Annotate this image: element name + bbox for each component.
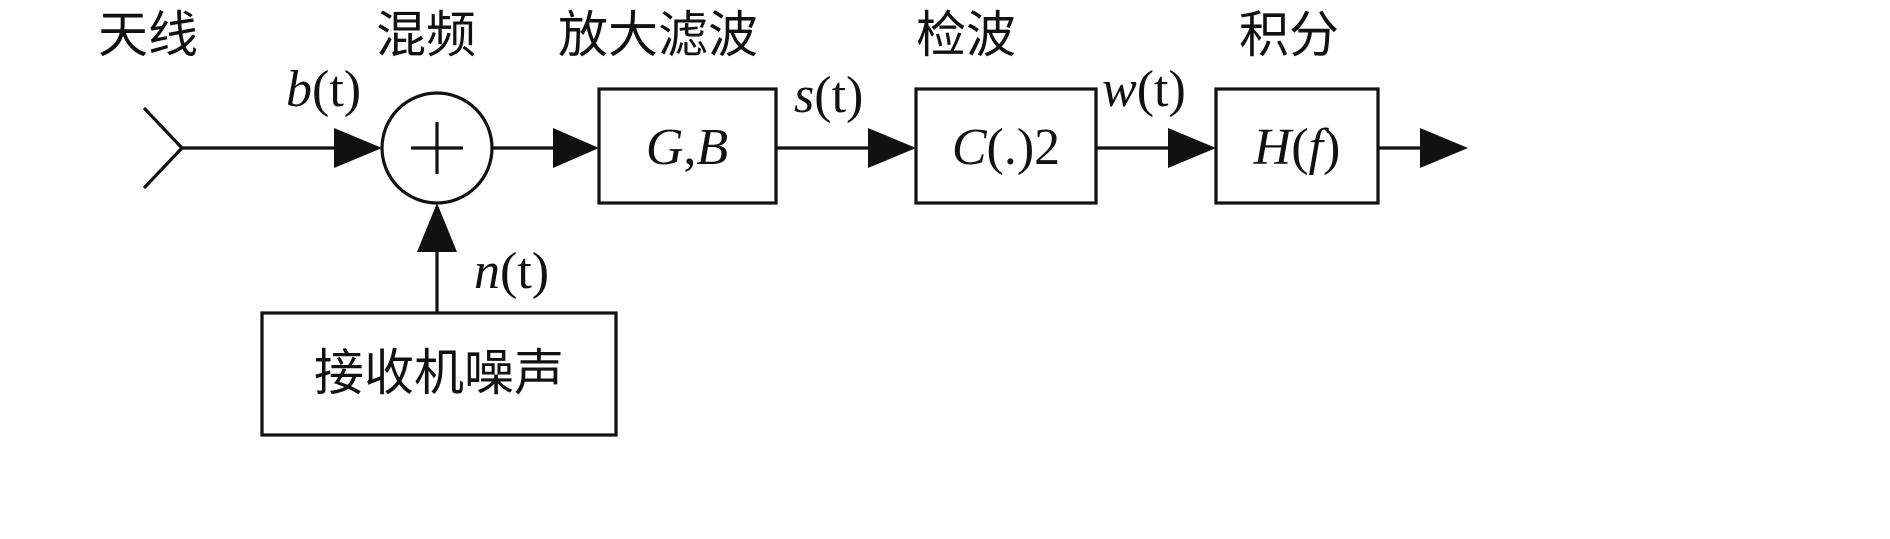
block-amp-filter <box>597 87 778 205</box>
block-receiver-noise <box>260 311 618 437</box>
antenna-icon <box>142 106 185 190</box>
arrow-into-detector <box>868 128 916 168</box>
arrow-noise-into-mixer <box>417 203 457 252</box>
arrow-into-integrator <box>1168 128 1216 168</box>
block-detector <box>914 87 1098 205</box>
block-detector-label: C(.)2 <box>952 119 1060 176</box>
label-amp-filter: 放大滤波 <box>558 6 758 64</box>
signal-n: n(t) <box>474 243 549 300</box>
label-integrator: 积分 <box>1239 6 1339 64</box>
block-amp-filter-label: G,B <box>646 119 728 176</box>
mixer-adder <box>380 91 494 205</box>
signal-s: s(t) <box>794 67 863 124</box>
arrow-output <box>1420 128 1468 168</box>
label-mixer: 混频 <box>376 6 476 64</box>
arrow-into-mixer <box>334 128 382 168</box>
signal-w: w(t) <box>1102 61 1186 118</box>
signal-b: b(t) <box>286 61 361 118</box>
arrow-into-amp <box>553 128 599 168</box>
label-antenna: 天线 <box>98 6 198 64</box>
block-integrator-label: H(f) <box>1253 119 1341 176</box>
block-integrator <box>1214 87 1380 205</box>
block-receiver-noise-label: 接收机噪声 <box>314 344 564 402</box>
label-detector: 检波 <box>916 6 1016 64</box>
